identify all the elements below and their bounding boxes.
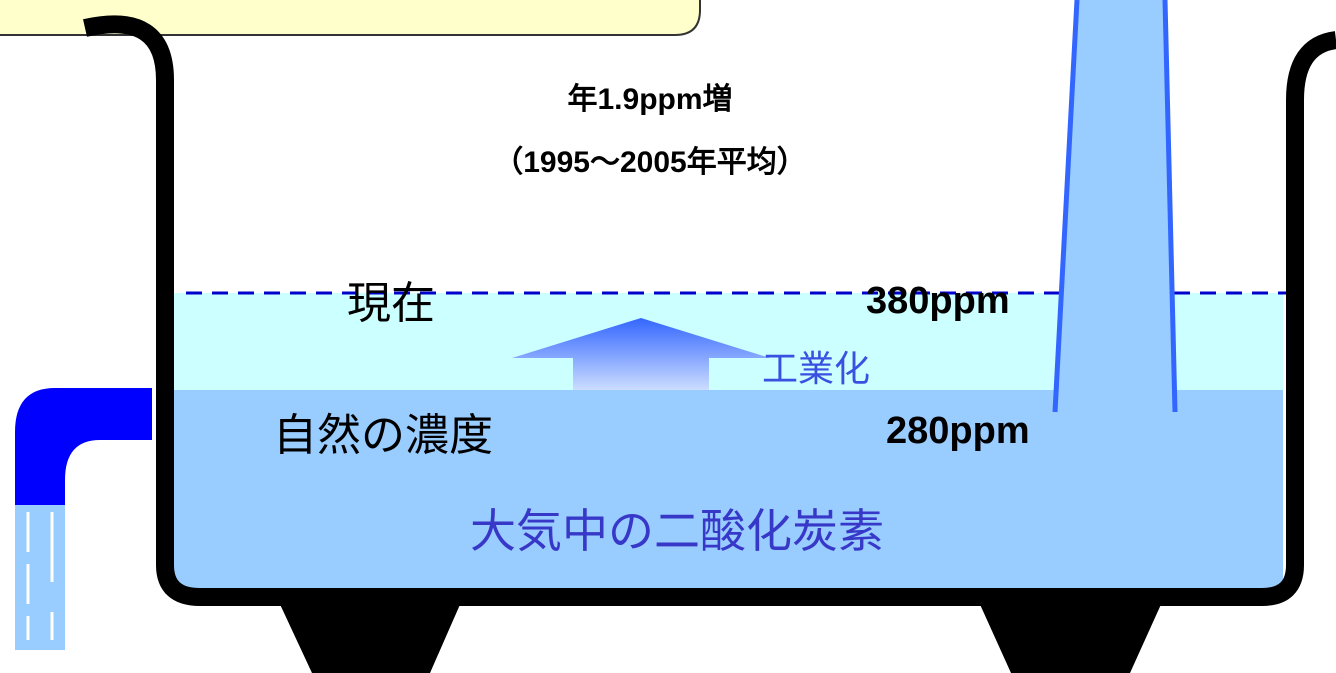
inflow-pipe <box>15 388 152 505</box>
chimney-edge-left <box>1052 0 1080 413</box>
current-value: 380ppm <box>866 280 1010 322</box>
rise-arrow <box>512 318 770 390</box>
tub-foot-left <box>278 600 462 673</box>
natural-level-label: 自然の濃度 <box>273 410 493 461</box>
rate-text: 年1.9ppm増 <box>567 83 733 116</box>
industrialization-label: 工業化 <box>762 349 871 390</box>
current-label: 現在 <box>347 278 435 329</box>
inflow-stream <box>15 505 65 650</box>
callout-box <box>0 0 701 36</box>
tub-outline <box>83 15 1336 606</box>
chimney <box>1055 0 1175 412</box>
chimney-edge-right <box>1162 0 1178 413</box>
rate-period-text: （1995～2005年平均） <box>493 146 807 179</box>
tub-foot-right <box>978 600 1163 673</box>
natural-water-layer <box>165 390 1283 594</box>
atmospheric-co2-label: 大気中の二酸化炭素 <box>470 504 884 558</box>
natural-level-value: 280ppm <box>886 410 1030 452</box>
